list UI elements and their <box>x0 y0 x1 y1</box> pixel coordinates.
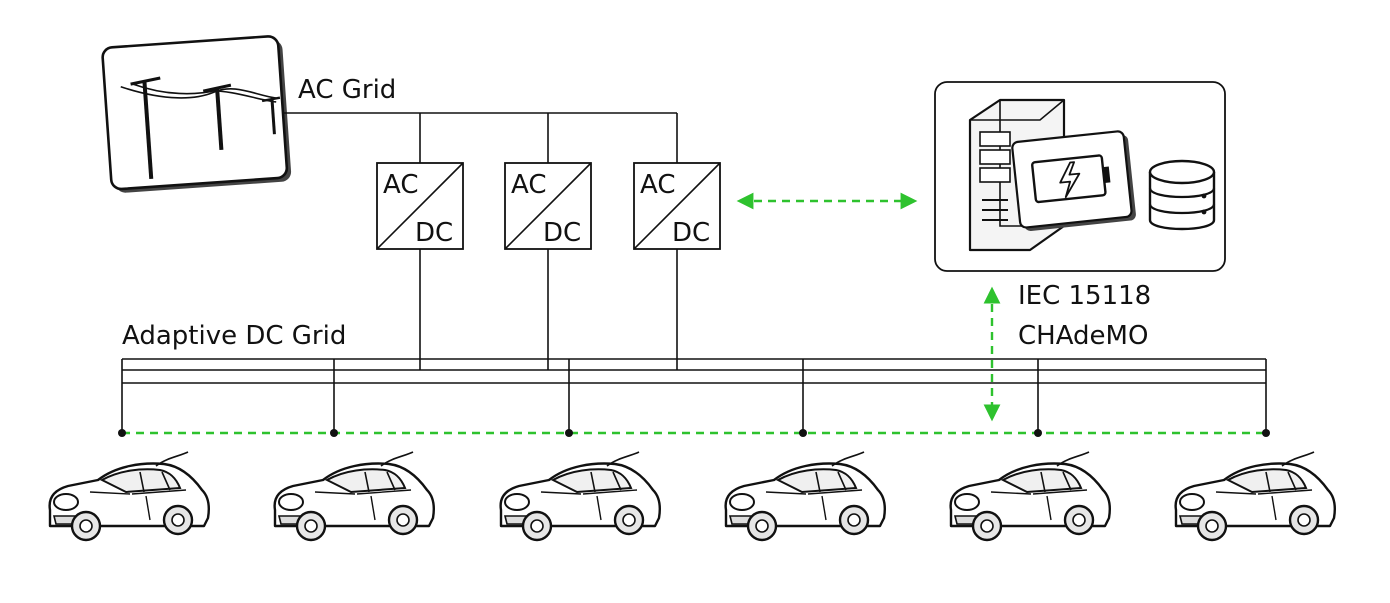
car-icon <box>949 450 1111 542</box>
car-icon <box>724 450 886 542</box>
protocol-label-chademo: CHAdeMO <box>1018 321 1148 351</box>
charge-point-drops <box>121 359 1267 433</box>
converter-2-dc: DC <box>543 218 581 248</box>
converter-3: AC DC <box>633 162 721 250</box>
database-icon <box>1148 159 1216 231</box>
protocol-label-iec: IEC 15118 <box>1018 281 1151 311</box>
car-icon <box>1174 450 1336 542</box>
dc-grid-bus <box>121 358 1267 384</box>
converter-dc-links <box>419 249 678 370</box>
car-icon <box>273 450 435 542</box>
dc-grid-label: Adaptive DC Grid <box>122 321 346 351</box>
ac-grid-bus <box>284 112 678 163</box>
converter-2: AC DC <box>504 162 592 250</box>
converter-1: AC DC <box>376 162 464 250</box>
converter-2-ac: AC <box>511 170 546 200</box>
converter-1-dc: DC <box>415 218 453 248</box>
car-icon <box>48 450 210 542</box>
converter-3-dc: DC <box>672 218 710 248</box>
vehicles <box>48 450 1336 542</box>
converter-3-ac: AC <box>640 170 675 200</box>
charge-point-nodes <box>118 429 1270 437</box>
ac-grid-label: AC Grid <box>298 75 396 105</box>
battery-icon <box>1011 130 1136 232</box>
converter-1-ac: AC <box>383 170 418 200</box>
controller-box <box>934 81 1226 272</box>
car-icon <box>499 450 661 542</box>
power-lines-icon <box>101 35 292 193</box>
